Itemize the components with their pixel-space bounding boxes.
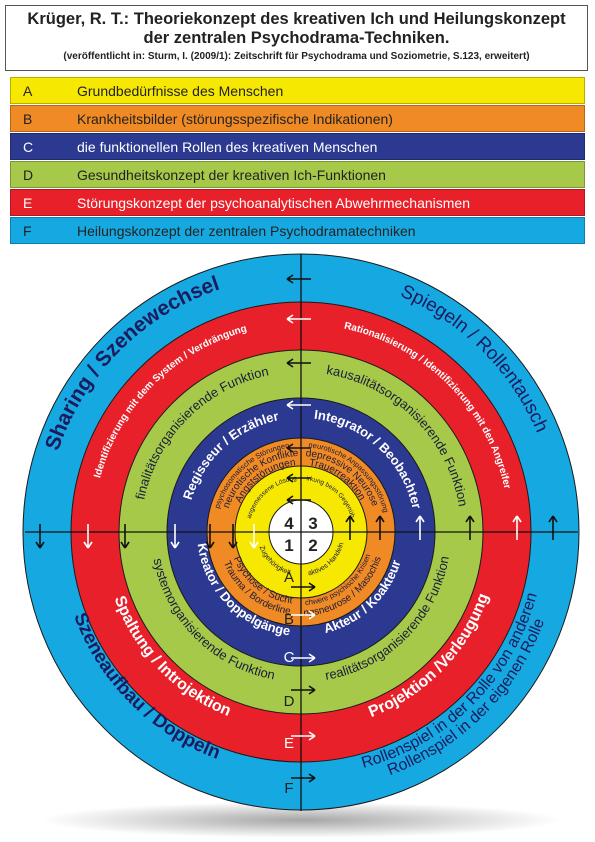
legend-text: Störungskonzept der psychoanalytischen A…	[77, 194, 471, 211]
arrow-shape	[286, 274, 311, 284]
down-arrow-icon	[249, 524, 259, 549]
arrow-shape	[286, 473, 311, 483]
up-arrow-icon	[465, 515, 475, 540]
right-arrow-icon	[291, 653, 316, 663]
ring-letter-d: D	[284, 693, 295, 710]
arrow-shape	[228, 524, 238, 549]
right-arrow-icon	[291, 685, 316, 695]
arrow-shape	[120, 524, 130, 549]
down-arrow-icon	[228, 524, 238, 549]
ring-letter-c: C	[284, 649, 295, 666]
legend-text: die funktionellen Rollen des kreativen M…	[77, 138, 378, 155]
shadow	[41, 802, 561, 838]
left-arrow-icon	[286, 495, 311, 505]
arrow-shape	[286, 400, 311, 410]
legend-text: Grundbedürfnisse des Menschen	[77, 82, 284, 99]
left-arrow-icon	[286, 274, 311, 284]
ring-letter-e: E	[284, 735, 294, 752]
legend-letter: D	[23, 166, 34, 183]
right-arrow-icon	[291, 731, 316, 741]
right-arrow-icon	[291, 610, 316, 620]
right-arrow-icon	[291, 773, 316, 783]
legend-row-d: D Gesundheitskonzept der kreativen Ich-Fu…	[10, 161, 585, 188]
arrow-shape	[291, 653, 316, 663]
arrow-shape	[291, 610, 316, 620]
arrow-shape	[512, 515, 522, 540]
center-number-2: 2	[308, 536, 317, 555]
arrow-shape	[205, 524, 215, 549]
arrow-shape	[291, 773, 316, 783]
left-arrow-icon	[286, 400, 311, 410]
center-number-1: 1	[284, 536, 293, 555]
legend-row-f: F Heilungskonzept der zentralen Psychodra…	[10, 217, 585, 244]
legend-letter: C	[23, 138, 34, 155]
arrow-shape	[249, 524, 259, 549]
center-number-4: 4	[284, 514, 294, 533]
arrow-shape	[415, 515, 425, 540]
left-arrow-icon	[286, 443, 311, 453]
down-arrow-icon	[170, 524, 180, 549]
down-arrow-icon	[205, 524, 215, 549]
ring-letter-a: A	[284, 569, 294, 586]
down-arrow-icon	[35, 524, 45, 549]
legend-text: Heilungskonzept der zentralen Psychodram…	[77, 222, 416, 239]
source-citation: (veröffentlicht in: Sturm, I. (2009/1): …	[63, 51, 530, 62]
legend-letter: A	[23, 82, 33, 99]
arrow-shape	[291, 685, 316, 695]
legend-letter: F	[23, 222, 32, 239]
left-arrow-icon	[286, 358, 311, 368]
legend-row-b: B Krankheitsbilder (störungsspezifische I…	[10, 105, 585, 132]
arrow-shape	[291, 582, 316, 592]
legend-text: Krankheitsbilder (störungsspezifische In…	[77, 110, 393, 127]
arrow-shape	[291, 731, 316, 741]
up-arrow-icon	[345, 515, 355, 540]
arrow-shape	[35, 524, 45, 549]
arrow-shape	[286, 443, 311, 453]
center-number-3: 3	[308, 514, 317, 533]
left-arrow-icon	[286, 473, 311, 483]
up-arrow-icon	[548, 515, 558, 540]
left-arrow-icon	[286, 314, 311, 324]
up-arrow-icon	[375, 515, 385, 540]
down-arrow-icon	[83, 524, 93, 549]
arrow-shape	[375, 515, 385, 540]
arrow-shape	[286, 314, 311, 324]
legend-row-e: E Störungskonzept der psychoanalytischen …	[10, 189, 585, 216]
arrow-shape	[286, 495, 311, 505]
arrow-shape	[170, 524, 180, 549]
arrow-shape	[83, 524, 93, 549]
arrow-shape	[286, 358, 311, 368]
up-arrow-icon	[512, 515, 522, 540]
legend-row-a: A Grundbedürfnisse des Menschen	[10, 77, 585, 104]
ring-letter-f: F	[284, 780, 293, 797]
arrow-shape	[345, 515, 355, 540]
title-line-1: Krüger, R. T.: Theoriekonzept des kreati…	[27, 10, 566, 28]
right-arrow-icon	[291, 582, 316, 592]
title-box: Krüger, R. T.: Theoriekonzept des kreati…	[5, 5, 588, 71]
arrow-shape	[548, 515, 558, 540]
legend-letter: B	[23, 110, 33, 127]
legend-text: Gesundheitskonzept der kreativen Ich-Fun…	[77, 166, 386, 183]
title-line-2: der zentralen Psychodrama-Techniken.	[143, 29, 450, 47]
up-arrow-icon	[415, 515, 425, 540]
legend-letter: E	[23, 194, 33, 211]
ring-letter-b: B	[284, 611, 294, 628]
down-arrow-icon	[120, 524, 130, 549]
arrow-shape	[465, 515, 475, 540]
